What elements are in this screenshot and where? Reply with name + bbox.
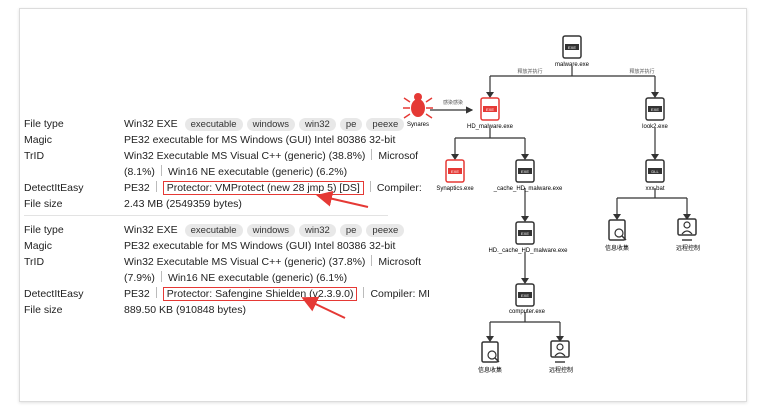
tag[interactable]: pe <box>339 118 363 131</box>
tag[interactable]: executable <box>184 118 243 131</box>
tag[interactable]: peexe <box>366 118 405 131</box>
svg-text:EXE: EXE <box>521 231 529 236</box>
remote-control-icon <box>550 340 570 363</box>
die-value: PE32 <box>124 288 150 300</box>
trid-extra: Win16 NE executable (generic) (6.1%) <box>167 272 348 284</box>
node-info-collect-2: 信息收集 <box>478 366 502 374</box>
separator <box>371 255 373 266</box>
row-label: TrID <box>24 256 45 268</box>
node-cache-hd: _cache_HD_malware.exe <box>493 186 563 192</box>
trid-extra: Microsof <box>378 150 419 162</box>
file-type-value: Win32 EXE <box>124 118 178 130</box>
edge-label: 释放并执行 <box>517 68 542 75</box>
trid-extra: Microsoft <box>378 256 422 268</box>
node-hd-cache: HD._cache_HD_malware.exe <box>488 248 568 254</box>
row-label: TrID <box>24 150 45 162</box>
tag[interactable]: win32 <box>299 224 336 237</box>
node-remote-control-2: 远程控制 <box>549 366 573 374</box>
exe-icon: EXE <box>515 283 535 307</box>
edge-label: 释放并执行 <box>629 68 654 75</box>
separator <box>160 165 162 176</box>
row-label: File size <box>24 304 63 316</box>
edge-label: 感染感染 <box>443 99 463 106</box>
screenshot-frame <box>19 8 747 402</box>
row-value: PE32 executable for MS Windows (GUI) Int… <box>124 240 396 252</box>
protector-highlight: Protector: VMProtect (new 28 jmp 5) [DS] <box>162 181 364 195</box>
row-label: File size <box>24 198 63 210</box>
node-synares: Synares <box>407 122 429 128</box>
row-label: File type <box>24 224 64 236</box>
remote-control-icon <box>677 218 697 241</box>
separator <box>363 287 365 298</box>
svg-text:EXE: EXE <box>521 293 529 298</box>
node-synaptics: Synaptics.exe <box>436 186 474 192</box>
die-extra: Compiler: MI <box>370 288 430 300</box>
row-label: DetectItEasy <box>24 288 84 300</box>
row-label: Magic <box>24 240 53 252</box>
separator <box>160 271 162 282</box>
exe-icon: EXE <box>645 97 665 121</box>
row-value: PE32 Protector: VMProtect (new 28 jmp 5) … <box>124 180 422 196</box>
row-label: DetectItEasy <box>24 182 84 194</box>
svg-text:EXE: EXE <box>521 169 529 174</box>
node-info-collect-1: 信息收集 <box>605 244 629 252</box>
row-value: (7.9%) Win16 NE executable (generic) (6.1… <box>124 270 347 286</box>
trid-extra: Win16 NE executable (generic) (6.2%) <box>167 166 348 178</box>
row-value: 889.50 KB (910848 bytes) <box>124 304 247 316</box>
tag[interactable]: windows <box>246 224 296 237</box>
die-value: PE32 <box>124 182 150 194</box>
trid-value: Win32 Executable MS Visual C++ (generic)… <box>124 256 366 268</box>
svg-text:EXE: EXE <box>451 169 459 174</box>
row-value: (8.1%) Win16 NE executable (generic) (6.2… <box>124 164 347 180</box>
trid-value: Win32 Executable MS Visual C++ (generic)… <box>124 150 366 162</box>
dll-icon: DLL <box>645 159 665 183</box>
tag[interactable]: windows <box>246 118 296 131</box>
node-look2: look2.exe <box>642 124 668 130</box>
exe-icon-red: EXE <box>445 159 465 183</box>
separator <box>155 181 157 192</box>
row-value: PE32 executable for MS Windows (GUI) Int… <box>124 134 396 146</box>
row-value: Win32 Executable MS Visual C++ (generic)… <box>124 254 421 270</box>
exe-icon: EXE <box>515 159 535 183</box>
exe-icon: EXE <box>562 35 582 59</box>
svg-text:DLL: DLL <box>651 169 659 174</box>
tag[interactable]: peexe <box>366 224 405 237</box>
die-extra: Compiler: <box>376 182 422 194</box>
node-hd-malware: HD_malware.exe <box>467 124 514 130</box>
bug-icon <box>403 93 433 119</box>
row-value: 2.43 MB (2549359 bytes) <box>124 198 242 210</box>
svg-text:EXE: EXE <box>486 107 494 112</box>
tag[interactable]: win32 <box>299 118 336 131</box>
tag[interactable]: pe <box>339 224 363 237</box>
node-remote-control-1: 远程控制 <box>676 244 700 252</box>
search-doc-icon <box>608 219 627 241</box>
node-computer: computer.exe <box>509 309 546 315</box>
exe-icon-red: EXE <box>480 97 500 121</box>
tag[interactable]: executable <box>184 224 243 237</box>
trid-value: (8.1%) <box>124 166 155 178</box>
panel-divider <box>24 215 388 216</box>
separator <box>369 181 371 192</box>
file-type-value: Win32 EXE <box>124 224 178 236</box>
svg-text:EXE: EXE <box>568 45 576 50</box>
exe-icon: EXE <box>515 221 535 245</box>
separator <box>371 149 373 160</box>
trid-value: (7.9%) <box>124 272 155 284</box>
row-value: Win32 Executable MS Visual C++ (generic)… <box>124 148 418 164</box>
node-malware: malware.exe <box>555 62 590 68</box>
separator <box>155 287 157 298</box>
row-label: Magic <box>24 134 53 146</box>
search-doc-icon <box>481 341 500 363</box>
svg-text:EXE: EXE <box>651 107 659 112</box>
node-xxx-bat: xxx.bat <box>645 186 664 192</box>
row-label: File type <box>24 118 64 130</box>
